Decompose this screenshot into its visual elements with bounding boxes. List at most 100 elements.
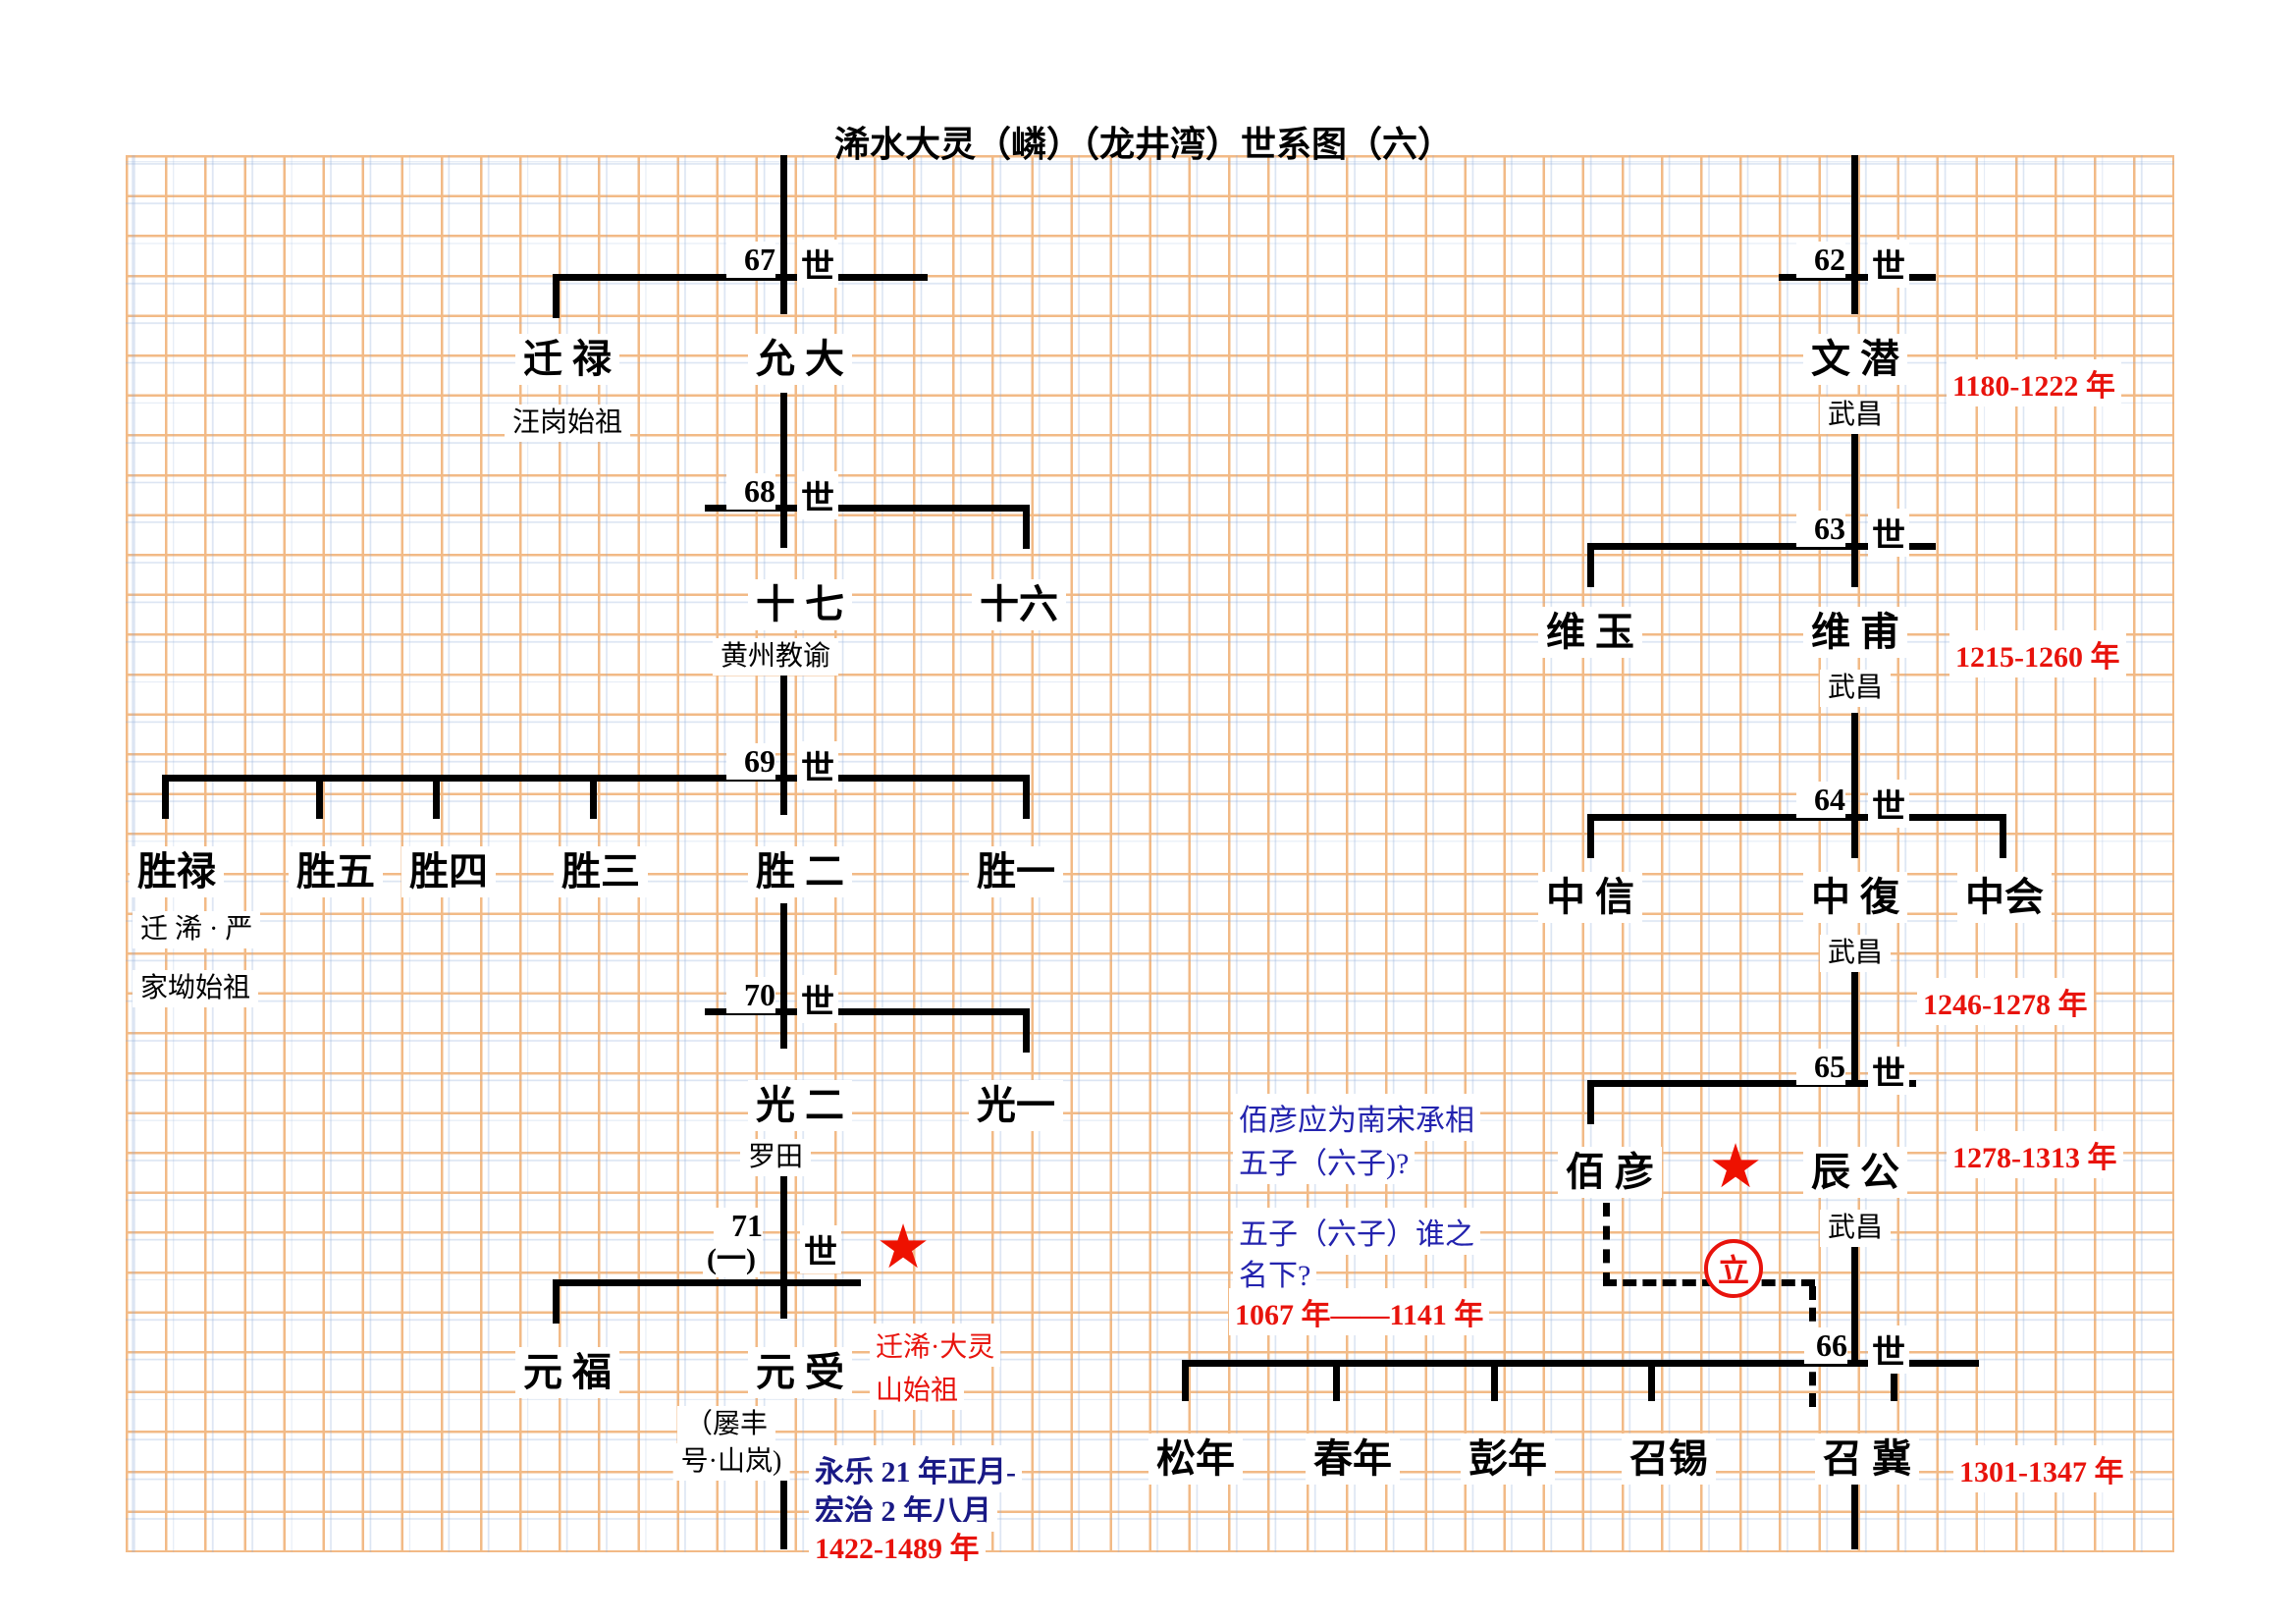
person-baiyan: 佰 彦	[1558, 1147, 1662, 1198]
tree-line-gen66-drop-zhaoxi	[1648, 1360, 1655, 1401]
person-pengnian: 彭年	[1461, 1434, 1555, 1485]
generation-number-68: 68	[726, 473, 775, 510]
generation-number-67: 67	[726, 242, 775, 278]
tree-line-gen69-drop-shenglu	[162, 775, 169, 819]
note-qianxi-yan-line1: 迁 浠 · 严	[133, 911, 261, 949]
tree-line-gen69-drop-shengwu	[316, 775, 323, 819]
person-yunda: 允 大	[748, 334, 852, 385]
generation-label-69: 世	[797, 741, 838, 789]
person-zhongfu: 中 復	[1803, 872, 1907, 923]
tree-line-right-spine-3	[1851, 713, 1858, 858]
person-qianlu: 迁 禄	[515, 334, 619, 385]
generation-branch-71: (一)	[703, 1243, 760, 1277]
tree-line-gen70-crossbar	[705, 1008, 1030, 1015]
adoption-stamp-icon: 立	[1704, 1239, 1763, 1298]
generation-number-70: 70	[726, 977, 775, 1013]
tree-line-gen66-drop-songnian	[1182, 1360, 1189, 1401]
generation-label-70: 世	[797, 975, 838, 1023]
annotation-baiyan-line2: 五子（六子)?	[1233, 1137, 1415, 1184]
dates-gen65: 1278-1313 年	[1947, 1131, 2123, 1178]
person-shiliu: 十六	[972, 579, 1066, 630]
tree-line-gen69-drop-shengsi	[433, 775, 440, 819]
tree-line-left-spine-2	[780, 393, 787, 548]
tree-line-gen65-drop-baiyan	[1587, 1080, 1594, 1124]
tree-line-right-spine-top	[1851, 155, 1858, 314]
dates-gen63: 1215-1260 年	[1949, 630, 2126, 677]
tree-line-left-spine-top	[780, 155, 787, 314]
generation-label-68: 世	[797, 471, 838, 519]
generation-number-66: 66	[1804, 1327, 1847, 1364]
note-yuanshou-alias-line1: （屡丰	[676, 1406, 776, 1444]
annotation-years-1067-1141: 1067 年——1141 年	[1229, 1288, 1490, 1335]
person-shengsan: 胜三	[554, 846, 648, 897]
person-guanger: 光 二	[748, 1080, 852, 1131]
generation-label-63: 世	[1868, 509, 1909, 557]
person-songnian: 松年	[1148, 1434, 1243, 1485]
tree-line-gen63-drop-weiyu	[1587, 543, 1594, 587]
dates-gen64: 1246-1278 年	[1917, 978, 2094, 1025]
person-chengong: 辰 公	[1803, 1147, 1907, 1198]
tree-line-gen71-crossbar	[553, 1279, 861, 1286]
generation-number-71: 71	[714, 1208, 763, 1244]
note-yuanshou-alias-line2: 号·山岚)	[672, 1443, 790, 1482]
note-wuchang-64: 武昌	[1819, 935, 1892, 973]
person-shengsi: 胜四	[401, 846, 496, 897]
adoption-stamp-character: 立	[1717, 1253, 1749, 1288]
tree-line-gen63-crossbar	[1587, 543, 1936, 550]
person-zhaoji: 召 冀	[1815, 1434, 1919, 1485]
person-shiqi: 十 七	[748, 579, 852, 630]
person-zhonghui: 中会	[1957, 872, 2052, 923]
tree-line-gen64-drop-zhongxin	[1587, 814, 1594, 858]
person-weifu: 维 甫	[1803, 607, 1907, 658]
generation-label-62: 世	[1868, 240, 1909, 288]
tree-line-left-spine-4	[780, 903, 787, 1049]
generation-number-69: 69	[726, 743, 775, 780]
note-daling-migration-line2: 山始祖	[870, 1367, 965, 1410]
star-icon: ★	[876, 1215, 931, 1281]
note-huangzhou-instructor: 黄州教谕	[712, 638, 839, 676]
generation-label-65: 世	[1868, 1047, 1909, 1095]
person-weiyu: 维 玉	[1538, 607, 1642, 658]
tree-line-gen66-drop-chunnian	[1333, 1360, 1340, 1401]
tree-line-gen70-drop-guangyi	[1023, 1008, 1030, 1053]
generation-number-65: 65	[1796, 1049, 1845, 1085]
dates-gen66: 1301-1347 年	[1953, 1445, 2130, 1492]
star-icon: ★	[1708, 1134, 1763, 1201]
annotation-wuzi-line1: 五子（六子）谁之	[1233, 1208, 1480, 1255]
tree-line-gen68-crossbar	[705, 505, 1030, 512]
note-wanggang-ancestor: 汪岗始祖	[504, 405, 631, 443]
generation-label-67: 世	[797, 240, 838, 288]
note-luotian: 罗田	[739, 1139, 812, 1177]
dates-gen62: 1180-1222 年	[1947, 359, 2121, 406]
tree-line-gen66-drop-zhaoji	[1891, 1360, 1897, 1401]
person-zhaoxi: 召锡	[1622, 1434, 1716, 1485]
note-wuchang-65: 武昌	[1819, 1210, 1892, 1248]
page-title: 浠水大灵（嶙）（龙井湾）世系图（六）	[833, 125, 1454, 164]
adoption-dashed-line-vertical-1	[1603, 1203, 1610, 1286]
annotation-baiyan-line1: 佰彦应为南宋承相	[1233, 1094, 1480, 1141]
note-jiaao-ancestor-line2: 家坳始祖	[133, 970, 259, 1008]
note-daling-migration-line1: 迁浠·大灵	[870, 1324, 1001, 1367]
dates-yuanshou: 1422-1489 年	[809, 1522, 986, 1569]
tree-line-gen66-drop-pengnian	[1491, 1360, 1498, 1401]
tree-line-gen65-crossbar	[1587, 1080, 1916, 1087]
person-shengwu: 胜五	[289, 846, 383, 897]
person-guangyi: 光一	[969, 1080, 1063, 1131]
tree-line-left-spine-bottom	[780, 1471, 787, 1549]
tree-line-gen62-crossbar	[1779, 274, 1936, 281]
person-shengyi: 胜一	[969, 846, 1063, 897]
person-zhongxin: 中 信	[1538, 872, 1642, 923]
generation-number-64: 64	[1796, 782, 1845, 818]
tree-line-right-spine-5	[1851, 1245, 1858, 1365]
tree-line-gen69-drop-shengyi	[1023, 775, 1030, 819]
tree-line-right-spine-bottom	[1851, 1483, 1858, 1549]
tree-line-gen67-drop-qianlu	[553, 274, 560, 318]
tree-line-gen69-drop-shengsan	[590, 775, 597, 819]
person-shenglu: 胜禄	[130, 846, 224, 897]
person-shenger: 胜 二	[748, 846, 852, 897]
tree-line-right-spine-4	[1851, 972, 1858, 1085]
note-wuchang-63: 武昌	[1819, 670, 1892, 708]
generation-label-66: 世	[1868, 1325, 1909, 1374]
note-wuchang-62: 武昌	[1819, 397, 1892, 435]
